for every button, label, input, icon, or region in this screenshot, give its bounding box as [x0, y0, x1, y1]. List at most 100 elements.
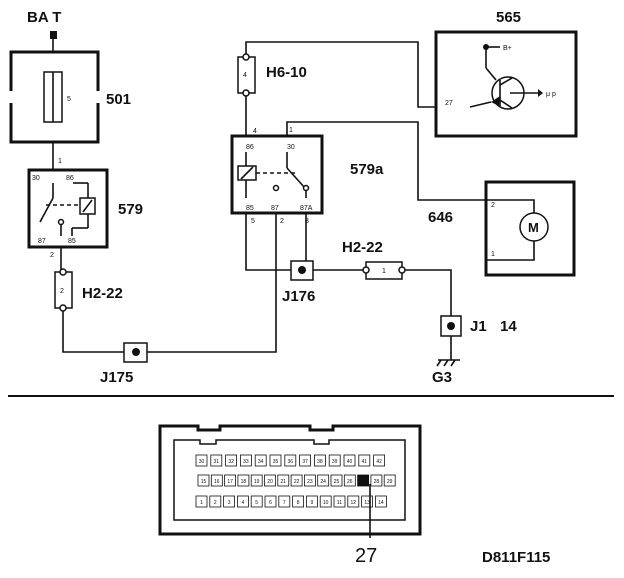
label-j1: J1 — [470, 318, 487, 335]
connector-pin-label: 16 — [214, 479, 220, 485]
svg-text:1: 1 — [382, 268, 386, 275]
label-j1-num: 14 — [500, 318, 517, 335]
svg-text:2: 2 — [50, 252, 54, 259]
connector-pin-label: 24 — [320, 479, 326, 485]
connector-pin-label: 10 — [323, 500, 329, 506]
svg-text:5: 5 — [251, 218, 255, 225]
svg-text:87: 87 — [38, 238, 46, 245]
label-h2-22-left: H2-22 — [82, 285, 123, 302]
connector-pin-label: 15 — [201, 479, 207, 485]
connector-pin-label: 18 — [241, 479, 247, 485]
connector-pin-label: 30 — [199, 459, 205, 465]
connector-pin — [209, 495, 222, 508]
connector-pin-label: 35 — [273, 459, 279, 465]
connector-pin — [264, 474, 276, 487]
connector-pin — [333, 495, 346, 508]
label-579a: 579a — [350, 161, 384, 178]
wire-to-j1 — [405, 269, 452, 316]
svg-text:27: 27 — [445, 100, 453, 107]
batt-label: BA T — [27, 9, 61, 26]
connector-pin — [305, 495, 318, 508]
batt-terminal — [50, 31, 57, 39]
connector-pin-label: 28 — [374, 479, 380, 485]
connector-pin — [358, 454, 371, 467]
connector-pin-label: 21 — [281, 479, 287, 485]
connector-pin — [269, 454, 282, 467]
connector-pin-label: 13 — [364, 500, 370, 506]
label-j176: J176 — [282, 288, 315, 305]
connector-pin-label: 26 — [347, 479, 353, 485]
connector-pin — [292, 495, 305, 508]
connector-pin — [347, 495, 360, 508]
connector-pin — [210, 454, 223, 467]
label-h6-10: H6-10 — [266, 64, 307, 81]
connector-pin — [357, 474, 370, 487]
connector-h6-10: 4 — [237, 53, 256, 97]
svg-text:1: 1 — [58, 158, 62, 165]
label-h2-22-right: H2-22 — [342, 239, 383, 256]
connector-pin-label: 1 — [200, 500, 203, 506]
connector-pin — [343, 454, 356, 467]
component-646: M 2 1 — [484, 180, 576, 277]
svg-text:1: 1 — [491, 251, 495, 258]
diagram-code: D811F115 — [482, 549, 550, 566]
svg-text:86: 86 — [66, 175, 74, 182]
connector-pin-label: 23 — [307, 479, 313, 485]
component-579a-relay: 86 30 85 87 87A — [230, 134, 324, 215]
connector-pin-label: 19 — [254, 479, 260, 485]
connector-pin-label: 38 — [317, 459, 323, 465]
connector-pin-label: 32 — [228, 459, 234, 465]
connector-pin-label: 31 — [214, 459, 220, 465]
connector-pin-label: 17 — [227, 479, 233, 485]
wire-to-j175 — [62, 311, 124, 353]
ground-symbol — [436, 359, 460, 367]
connector-pin-label: 20 — [267, 479, 273, 485]
connector-pin-label: 37 — [302, 459, 308, 465]
connector-pin — [250, 474, 263, 487]
connector-pin — [236, 495, 249, 508]
svg-text:μ p: μ p — [546, 91, 556, 98]
wire-h6-to-565 — [245, 41, 445, 108]
svg-text:85: 85 — [68, 238, 76, 245]
connector-pin — [330, 474, 343, 487]
connector-pin-label: 3 — [228, 500, 231, 506]
component-565: B+ μ p 27 — [434, 30, 578, 138]
connector-pin-label: 25 — [334, 479, 340, 485]
connector-pin — [328, 454, 341, 467]
connector-pin — [284, 454, 297, 467]
wire-j175-to-579a — [147, 228, 277, 353]
connector-pin — [319, 495, 332, 508]
connector-pin — [197, 474, 210, 487]
connector-pin — [374, 495, 387, 508]
component-579-relay: 30 86 87 85 — [27, 168, 109, 249]
connector-pin — [290, 474, 303, 487]
connector-pin — [373, 454, 386, 467]
connector-pin-label: 2 — [214, 500, 217, 506]
label-579: 579 — [118, 201, 143, 218]
pin-callout-label: 27 — [355, 545, 377, 567]
svg-text:M: M — [528, 220, 539, 235]
connector-pin-label: 9 — [311, 500, 314, 506]
svg-text:85: 85 — [246, 205, 254, 212]
connector-pin — [239, 454, 252, 467]
connector-pin — [383, 474, 396, 487]
connector-pin-label: 11 — [337, 500, 342, 506]
connector-pin — [370, 474, 383, 487]
svg-text:4: 4 — [243, 72, 247, 79]
label-501: 501 — [106, 91, 131, 108]
connector-pin-label: 8 — [297, 500, 300, 506]
svg-text:87A: 87A — [300, 205, 313, 212]
label-g3: G3 — [432, 369, 452, 386]
connector-pin-label: 40 — [347, 459, 353, 465]
label-646: 646 — [428, 209, 453, 226]
connector-pin — [210, 474, 223, 487]
connector-pin-label: 36 — [288, 459, 294, 465]
connector-pin — [223, 495, 236, 508]
connector-pin — [225, 454, 238, 467]
svg-text:30: 30 — [287, 144, 295, 151]
connector-h2-22-right: 1 — [362, 261, 406, 280]
connector-pin — [237, 474, 250, 487]
connector-pin-label: 5 — [255, 500, 258, 506]
